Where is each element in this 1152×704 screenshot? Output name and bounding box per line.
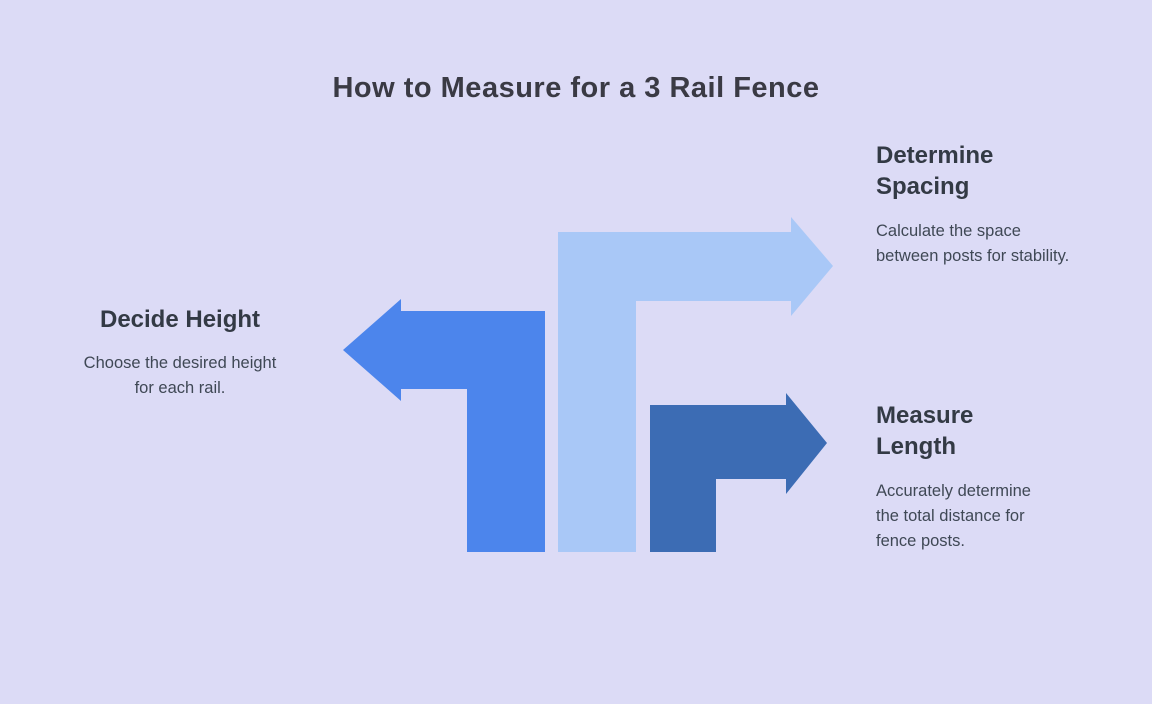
step-description-measure-length: Accurately determine the total distance … [876,482,1031,550]
step-description-decide-height: Choose the desired height for each rail. [83,354,277,397]
step-determine-spacing: Determine Spacing Calculate the space be… [876,140,1076,269]
determine-spacing-arrow [558,217,833,552]
measure-length-arrow [650,393,827,552]
step-description-determine-spacing: Calculate the space between posts for st… [876,222,1070,265]
step-heading-measure-length: Measure Length [876,402,974,460]
step-measure-length: Measure Length Accurately determine the … [876,400,1076,554]
step-decide-height: Decide Height Choose the desired height … [80,304,280,401]
step-heading-decide-height: Decide Height [99,306,261,333]
decide-height-arrow [343,299,545,552]
step-heading-determine-spacing: Determine Spacing [876,142,994,200]
page-title: How to Measure for a 3 Rail Fence [332,72,820,104]
